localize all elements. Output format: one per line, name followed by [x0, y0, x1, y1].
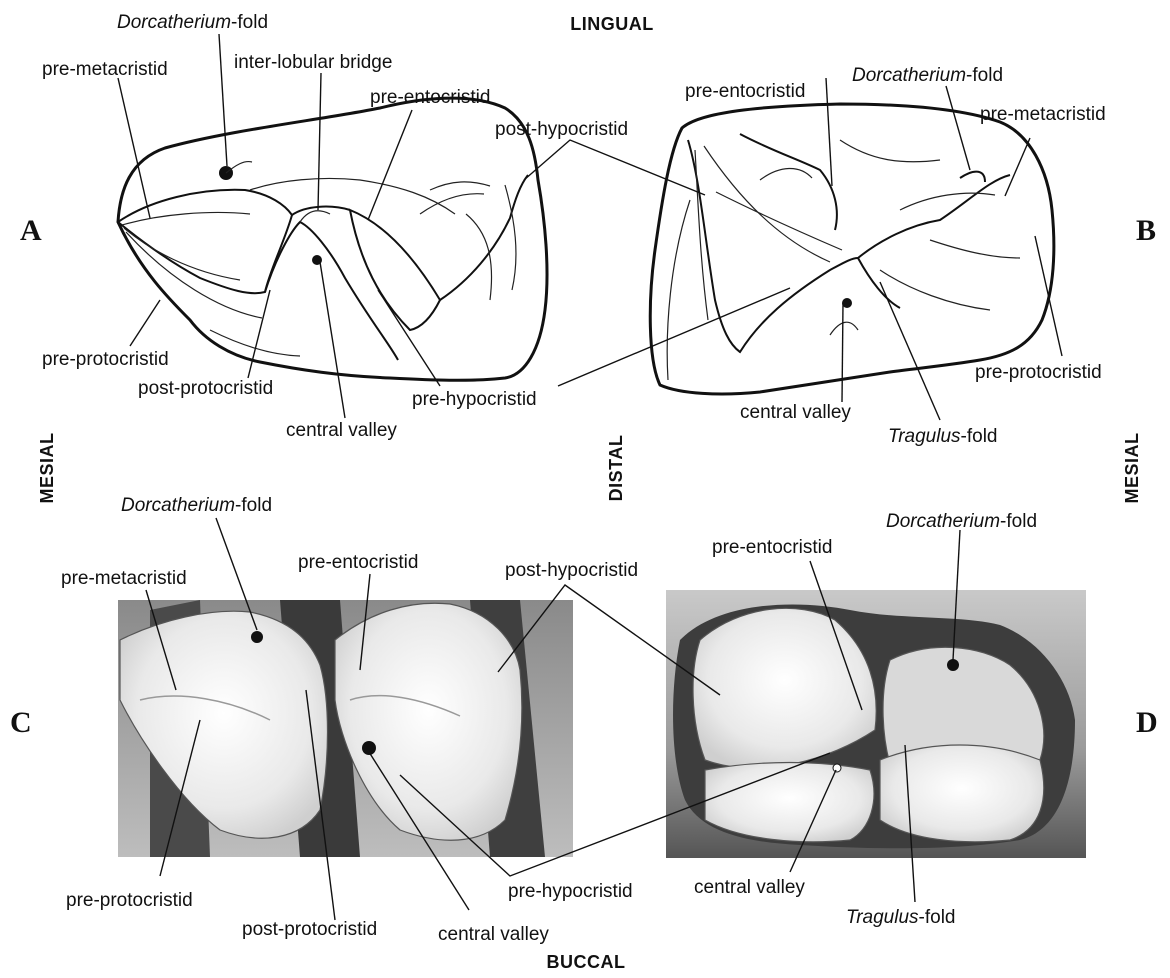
- tooth-photo-d: [666, 590, 1086, 858]
- label-post-hypocristid-bottom: post-hypocristid: [505, 560, 638, 581]
- label-c-central-valley: central valley: [438, 924, 549, 945]
- panel-label-b: B: [1136, 214, 1156, 247]
- label-b-pre-entocristid: pre-entocristid: [685, 81, 805, 102]
- label-a-pre-entocristid: pre-entocristid: [370, 87, 490, 108]
- label-a-post-protocristid: post-protocristid: [138, 378, 273, 399]
- orientation-lingual: LINGUAL: [570, 14, 654, 34]
- label-c-pre-entocristid: pre-entocristid: [298, 552, 418, 573]
- label-d-tragulus-fold: Tragulus-fold: [846, 907, 955, 928]
- panel-label-c: C: [10, 706, 32, 739]
- tooth-photo-c: [118, 600, 573, 857]
- label-post-hypocristid-top: post-hypocristid: [495, 119, 628, 140]
- orientation-distal: DISTAL: [606, 435, 626, 502]
- label-a-central-valley: central valley: [286, 420, 397, 441]
- orientation-mesial-left: MESIAL: [37, 432, 57, 503]
- label-b-central-valley: central valley: [740, 402, 851, 423]
- label-a-pre-metacristid: pre-metacristid: [42, 59, 168, 80]
- label-c-dorcatherium-fold: Dorcatherium-fold: [121, 495, 272, 516]
- label-a-inter-lobular-bridge: inter-lobular bridge: [234, 52, 392, 73]
- label-d-dorcatherium-fold: Dorcatherium-fold: [886, 511, 1037, 532]
- label-d-central-valley: central valley: [694, 877, 805, 898]
- label-c-pre-protocristid: pre-protocristid: [66, 890, 193, 911]
- tooth-drawing-b: [650, 104, 1054, 394]
- label-a-dorcatherium-fold: Dorcatherium-fold: [117, 12, 268, 33]
- label-b-tragulus-fold: Tragulus-fold: [888, 426, 997, 447]
- orientation-buccal: BUCCAL: [547, 952, 626, 972]
- label-b-dorcatherium-fold: Dorcatherium-fold: [852, 65, 1003, 86]
- label-b-pre-metacristid: pre-metacristid: [980, 104, 1106, 125]
- orientation-mesial-right: MESIAL: [1122, 432, 1142, 503]
- panel-label-d: D: [1136, 706, 1158, 739]
- label-a-pre-protocristid: pre-protocristid: [42, 349, 169, 370]
- label-b-pre-protocristid: pre-protocristid: [975, 362, 1102, 383]
- label-c-pre-metacristid: pre-metacristid: [61, 568, 187, 589]
- label-d-pre-entocristid: pre-entocristid: [712, 537, 832, 558]
- label-pre-hypocristid-bottom: pre-hypocristid: [508, 881, 633, 902]
- panel-label-a: A: [20, 214, 42, 247]
- label-c-post-protocristid: post-protocristid: [242, 919, 377, 940]
- label-a-pre-hypocristid: pre-hypocristid: [412, 389, 537, 410]
